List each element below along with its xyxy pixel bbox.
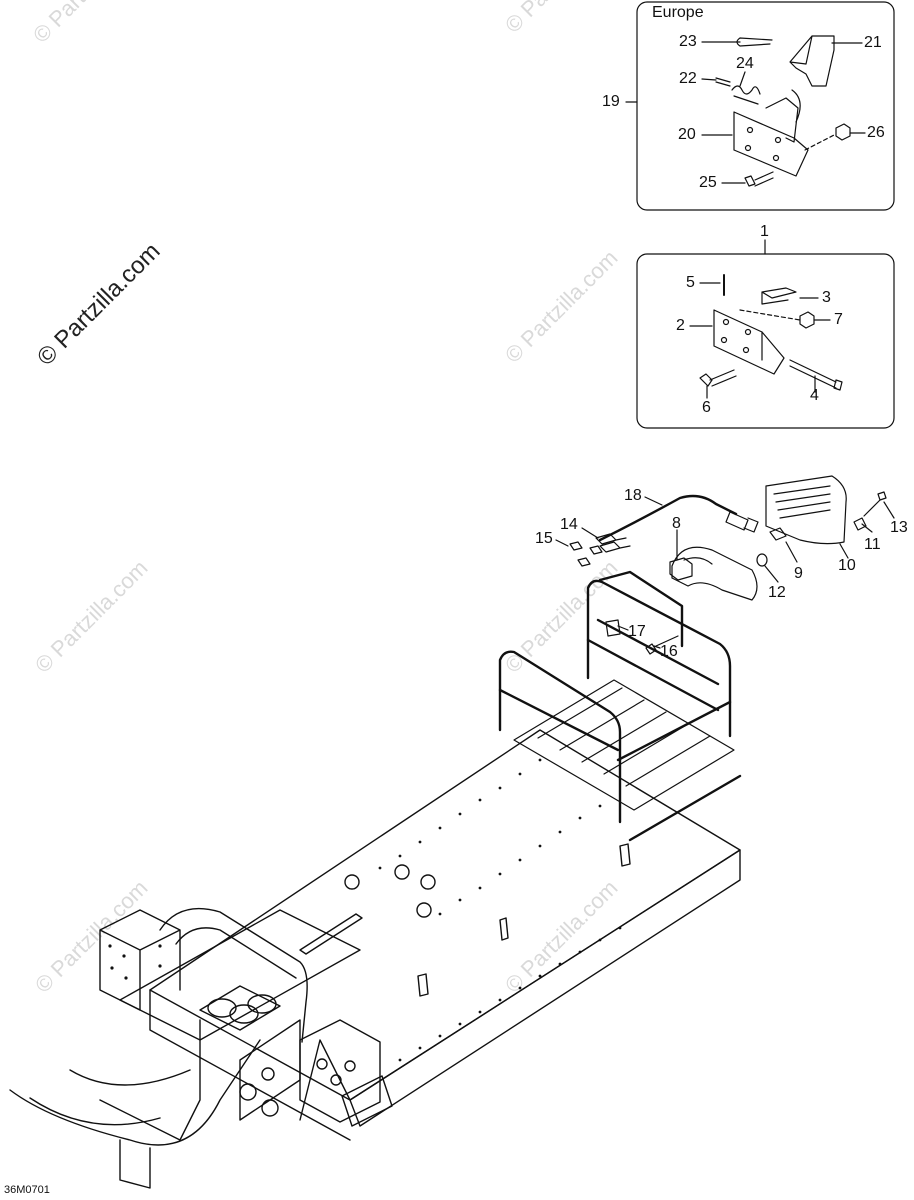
axis-line [739,309,801,321]
part-15-terminal [569,541,603,567]
part-20-plate [733,111,809,177]
callout-24: 24 [736,55,754,72]
part-18-socket [725,511,759,533]
part-13-screw [863,491,887,517]
plate-hole [742,346,750,354]
callout-7: 7 [834,311,843,328]
callout-9: 9 [794,565,803,582]
plate-hole [744,144,752,152]
rack-deck [513,679,735,811]
callout-3: 3 [822,289,831,306]
callout-17: 17 [628,623,646,640]
plate-hole [746,126,754,134]
callout-8: 8 [672,515,681,532]
leader-15 [555,539,569,547]
front-chassis [9,909,393,1189]
part-10-lamp [765,475,847,545]
part-24-spring [731,85,761,105]
part-18-wire [598,494,738,542]
leader-13 [883,501,895,519]
part-22-pin [715,77,731,87]
leader-9 [785,541,798,563]
leader-14 [581,527,599,539]
callout-2: 2 [676,317,685,334]
callout-6: 6 [702,399,711,416]
kit-box-frame [636,253,895,429]
part-2-plate [713,309,785,375]
callout-12: 12 [768,584,786,601]
callout-13: 13 [890,519,908,536]
callout-15: 15 [535,530,553,547]
europe-box-title: Europe [652,4,704,21]
callout-19: 19 [602,93,620,110]
plate-hole [774,136,782,144]
plate-hole [772,154,780,162]
leader-12 [764,565,779,583]
plate-hole [720,336,728,344]
callout-21: 21 [864,34,882,51]
rivet-dots [108,758,622,1062]
part-11-washer [853,517,867,531]
callout-14: 14 [560,516,578,533]
part-23-cotter-pin [736,37,773,47]
figure-code: 36M0701 [4,1184,50,1196]
part-10-lamp-ribs [773,485,831,519]
part-8-block [669,557,693,581]
callout-16: 16 [660,643,678,660]
callout-1: 1 [760,223,769,240]
tunnel-frame [149,729,741,1141]
part-8-housing [671,546,758,601]
part-26-nut [835,123,851,141]
part-7-nut [799,311,815,329]
part-20-hinge [765,89,801,143]
part-12-grommet [756,553,768,567]
callout-4: 4 [810,387,819,404]
callout-22: 22 [679,70,697,87]
part-21-bracket [789,35,835,87]
part-3-bracket [761,287,797,305]
plate-hole [744,328,752,336]
part-14-connector [595,533,631,553]
callout-23: 23 [679,33,697,50]
europe-box-frame [636,1,895,211]
part-4-bolt [789,359,843,391]
part-17-clip [605,619,621,637]
part-6-screw [699,369,737,387]
leader-10 [839,543,849,559]
leader-16 [653,645,661,649]
plate-hole [722,318,730,326]
callout-18: 18 [624,487,642,504]
leader-18 [644,496,663,506]
callout-11: 11 [864,536,881,553]
callout-25: 25 [699,174,717,191]
part-9-bulb [769,527,787,541]
leader-11 [861,523,873,533]
callout-10: 10 [838,557,856,574]
part-25-screw [744,171,774,187]
rear-rack [498,570,742,842]
leader-17 [617,625,629,631]
callout-20: 20 [678,126,696,143]
axis-line [804,133,837,151]
leader-24 [739,71,746,87]
leader-22 [701,78,717,81]
callout-5: 5 [686,274,695,291]
callout-26: 26 [867,124,885,141]
